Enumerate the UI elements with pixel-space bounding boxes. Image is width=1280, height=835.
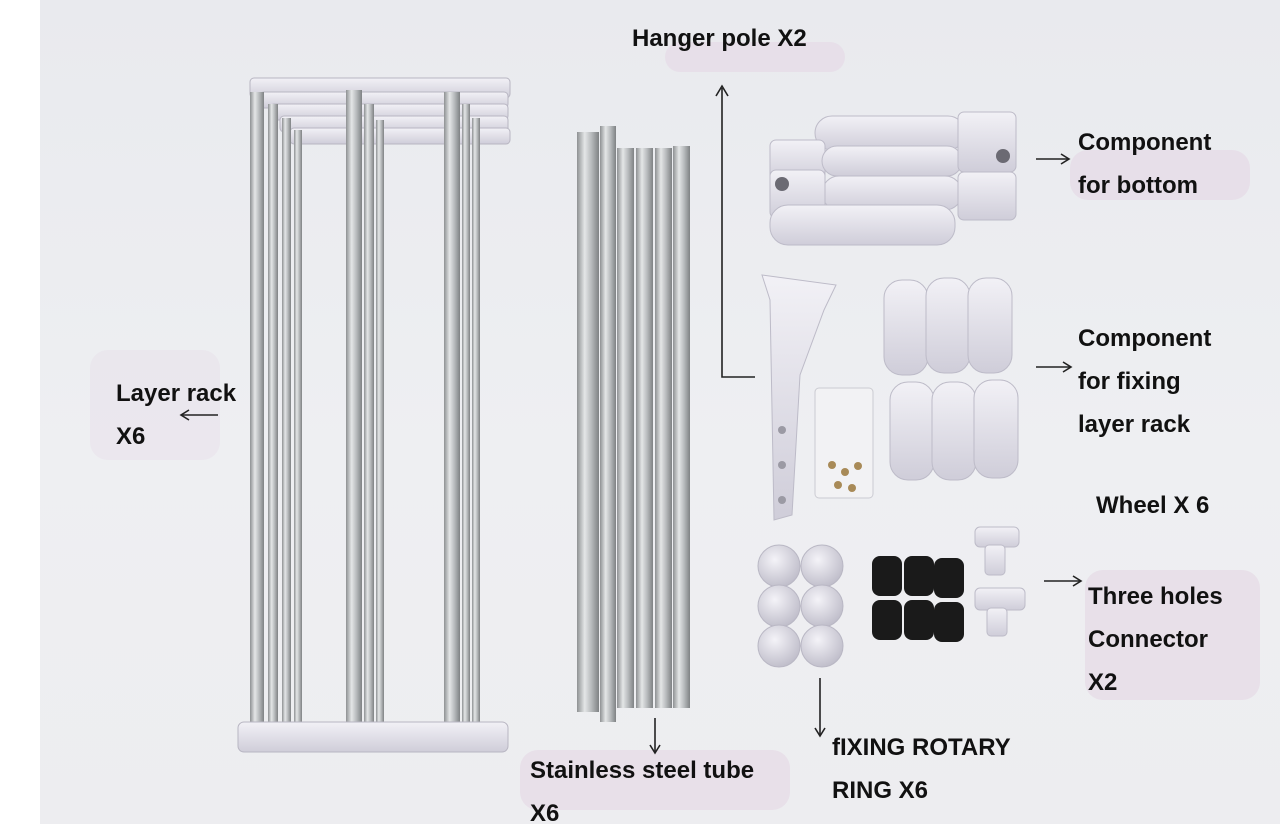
stainless-tube-line-2: X6 <box>530 800 560 827</box>
label-hanger-pole: Hanger pole X2 <box>632 17 807 60</box>
label-fixing-ring: fIXING ROTARY RING X6 <box>832 726 1011 812</box>
label-component-fixing: Component for fixing layer rack <box>1078 317 1211 446</box>
component-bottom-line-2: for bottom <box>1078 172 1198 199</box>
pointer-arrows <box>179 84 1083 755</box>
label-three-holes: Three holes Connector X2 <box>1088 575 1223 704</box>
stainless-tube-line-1: Stainless steel tube <box>530 757 755 784</box>
hanger-pole-text: Hanger pole X2 <box>632 25 807 52</box>
steel-tubes <box>577 126 690 722</box>
layer-rack-line-2: X6 <box>116 423 146 450</box>
fixing-ring-line-2: RING X6 <box>832 777 929 804</box>
wheel-text: Wheel X 6 <box>1096 492 1210 519</box>
rotary-rings <box>757 544 844 668</box>
label-stainless-tube: Stainless steel tube X6 <box>530 749 754 835</box>
three-holes-line-3: X2 <box>1088 669 1118 696</box>
fixing-ring-line-1: fIXING ROTARY <box>832 734 1011 761</box>
screw-bag <box>814 387 874 499</box>
label-component-bottom: Component for bottom <box>1078 121 1211 207</box>
component-bottom-line-1: Component <box>1078 129 1212 156</box>
wheels <box>872 556 964 642</box>
component-fixing-line-1: Component <box>1078 325 1212 352</box>
layer-rack-line-1: Layer rack <box>116 380 237 407</box>
bottom-components <box>769 111 1017 246</box>
three-hole-connectors <box>974 526 1026 637</box>
label-wheel: Wheel X 6 <box>1096 484 1209 527</box>
three-holes-line-2: Connector <box>1088 626 1208 653</box>
layer-rack-bundle <box>237 77 511 753</box>
bracket-part <box>761 274 837 521</box>
component-fixing-line-2: for fixing <box>1078 368 1181 395</box>
three-holes-line-1: Three holes <box>1088 583 1223 610</box>
fixing-components <box>883 277 1019 481</box>
component-fixing-line-3: layer rack <box>1078 411 1191 438</box>
label-layer-rack: Layer rack X6 <box>116 372 236 458</box>
